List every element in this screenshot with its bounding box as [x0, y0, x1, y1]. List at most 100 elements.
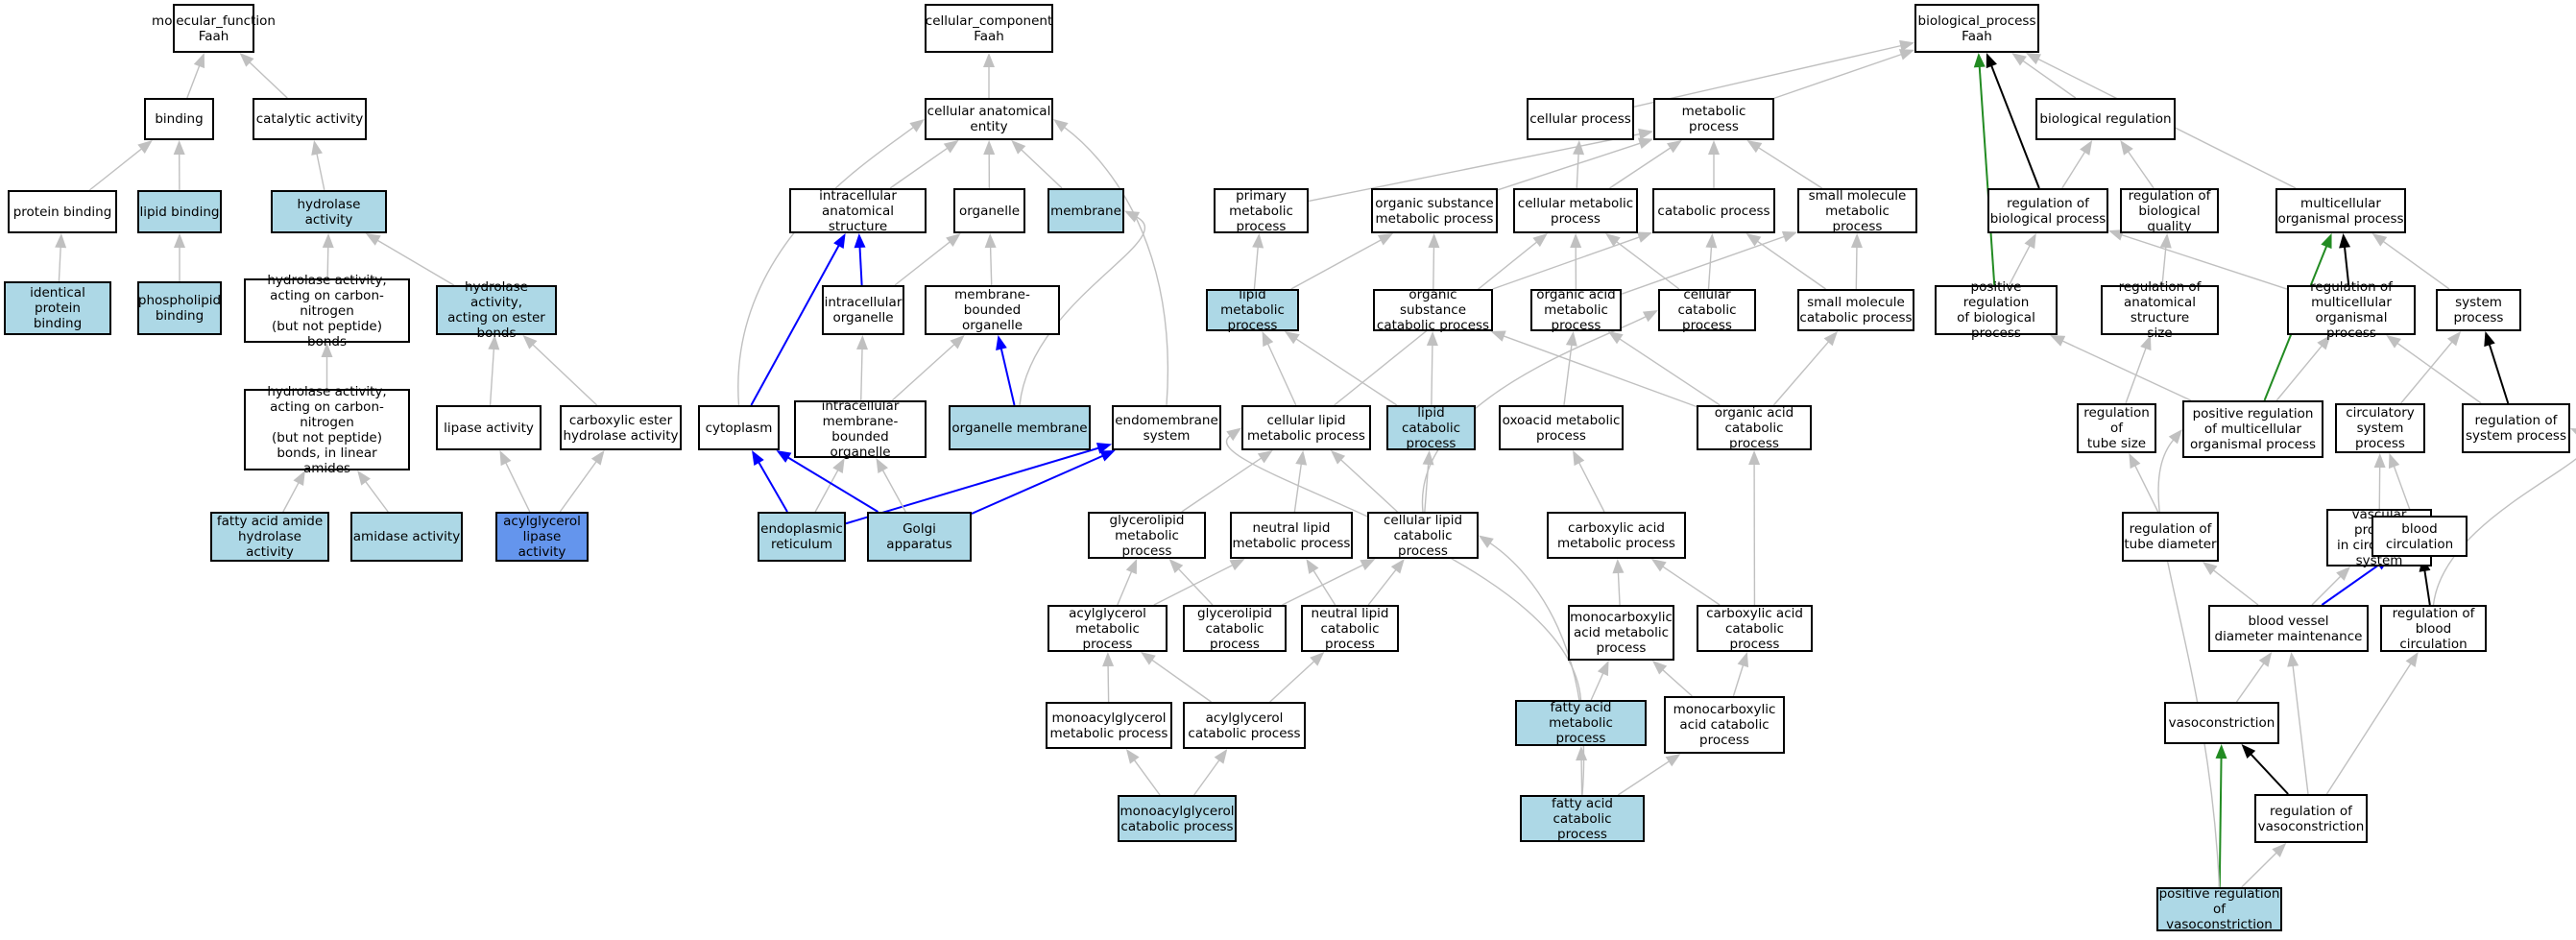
- node-regbq[interactable]: regulation of biological quality: [2120, 188, 2219, 234]
- node-regbp[interactable]: regulation of biological process: [1987, 188, 2108, 233]
- node-acylglip[interactable]: acylglycerol lipase activity: [495, 512, 589, 562]
- node-regsys[interactable]: regulation of system process: [2462, 403, 2570, 453]
- edge-imbo-to-mborg: [891, 335, 965, 401]
- node-hydcn[interactable]: hydrolase activity, acting on carbon-nit…: [244, 273, 410, 349]
- edge-line: [1707, 246, 1713, 290]
- node-hydcnlin[interactable]: hydrolase activity, acting on carbon-nit…: [244, 384, 410, 476]
- node-orgacidmet[interactable]: organic acid metabolic process: [1530, 287, 1622, 333]
- node-glycerocat[interactable]: glycerolipid catabolic process: [1183, 605, 1287, 652]
- edge-arrowhead: [55, 233, 67, 249]
- node-smallmet[interactable]: small molecule metabolic process: [1797, 188, 1917, 234]
- node-cellmet[interactable]: cellular metabolic process: [1513, 188, 1638, 233]
- node-monocarbcat[interactable]: monocarboxylic acid catabolic process: [1664, 696, 1785, 754]
- node-multiorg[interactable]: multicellular organismal process: [2275, 188, 2406, 233]
- node-facat[interactable]: fatty acid catabolic process: [1520, 795, 1645, 842]
- edge-monocarbcat-to-carbacidcat: [1732, 652, 1749, 697]
- edge-line: [2343, 246, 2350, 286]
- node-vasocon[interactable]: vasoconstriction: [2164, 702, 2279, 744]
- edge-line: [1756, 240, 1826, 290]
- node-glyceromet[interactable]: glycerolipid metabolic process: [1088, 512, 1206, 559]
- edge-orgsubcat-to-orgsubmet: [1428, 233, 1440, 290]
- node-posregmop[interactable]: positive regulation of multicellular org…: [2182, 400, 2323, 458]
- edge-arrowhead: [1986, 53, 1997, 69]
- node-identprot[interactable]: identical protein binding: [4, 281, 111, 335]
- edge-line: [1497, 142, 1641, 191]
- edge-line: [1773, 53, 1902, 99]
- node-cellproc[interactable]: cellular process: [1527, 98, 1634, 140]
- node-endomem[interactable]: endomembrane system: [1112, 405, 1221, 450]
- node-catab[interactable]: catabolic process: [1652, 188, 1775, 233]
- edge-acylgmet-to-glyceromet: [1117, 559, 1138, 606]
- node-acylgmet[interactable]: acylglycerol metabolic process: [1047, 605, 1168, 652]
- node-regvaso[interactable]: regulation of vasoconstriction: [2254, 794, 2368, 843]
- node-carbacidmet[interactable]: carboxylic acid metabolic process: [1547, 512, 1686, 559]
- node-imbo[interactable]: intracellular membrane-bounded organelle: [794, 398, 927, 460]
- node-primmet[interactable]: primary metabolic process: [1214, 188, 1309, 234]
- edge-regbp-to-bioreg: [2061, 140, 2093, 189]
- node-celllipcat[interactable]: cellular lipid catabolic process: [1367, 512, 1479, 559]
- node-faah[interactable]: fatty acid amide hydrolase activity: [210, 512, 329, 562]
- node-regblood[interactable]: regulation of blood circulation: [2380, 605, 2487, 652]
- node-regass[interactable]: regulation of anatomical structure size: [2101, 279, 2219, 341]
- node-oxoacid[interactable]: oxoacid metabolic process: [1499, 405, 1624, 450]
- node-regtube[interactable]: regulation of tube size: [2077, 403, 2156, 453]
- node-circsys[interactable]: circulatory system process: [2335, 403, 2425, 453]
- node-phospho[interactable]: phospholipid binding: [137, 281, 222, 335]
- edge-hydester-to-hydrolase: [365, 233, 455, 286]
- node-regmop[interactable]: regulation of multicellular organismal p…: [2287, 279, 2416, 341]
- edge-lipmet-to-primmet: [1252, 233, 1264, 290]
- node-ias[interactable]: intracellular anatomical structure: [789, 188, 927, 234]
- edge-line: [58, 246, 61, 282]
- node-carbest[interactable]: carboxylic ester hydrolase activity: [560, 405, 682, 450]
- node-acylgcat[interactable]: acylglycerol catabolic process: [1183, 702, 1306, 749]
- node-catalytic[interactable]: catalytic activity: [253, 98, 367, 140]
- node-mf[interactable]: molecular_function Faah: [152, 4, 276, 53]
- node-hydrolase[interactable]: hydrolase activity: [271, 190, 387, 233]
- edge-arrowhead: [1708, 140, 1720, 155]
- node-sysproc[interactable]: system process: [2436, 289, 2521, 331]
- node-orgsubcat[interactable]: organic substance catabolic process: [1373, 287, 1493, 333]
- node-lipidbind[interactable]: lipid binding: [137, 190, 222, 233]
- node-carbacidcat[interactable]: carboxylic acid catabolic process: [1697, 605, 1813, 652]
- node-organelle[interactable]: organelle: [953, 188, 1025, 233]
- node-protbind[interactable]: protein binding: [8, 190, 117, 233]
- node-orgsubmet[interactable]: organic substance metabolic process: [1371, 188, 1498, 233]
- node-golgi[interactable]: Golgi apparatus: [867, 512, 972, 562]
- node-bioreg[interactable]: biological regulation: [2035, 98, 2176, 140]
- node-binding[interactable]: binding: [144, 98, 214, 140]
- node-orgmem[interactable]: organelle membrane: [949, 405, 1091, 450]
- node-cc[interactable]: cellular_component Faah: [925, 4, 1053, 53]
- node-lipmet[interactable]: lipid metabolic process: [1206, 287, 1299, 333]
- node-membrane[interactable]: membrane: [1047, 188, 1124, 233]
- node-monocarbmet[interactable]: monocarboxylic acid metabolic process: [1568, 605, 1674, 661]
- node-lipcat[interactable]: lipid catabolic process: [1386, 405, 1476, 451]
- edge-arrowhead: [2388, 453, 2400, 470]
- node-monoacylcat[interactable]: monoacylglycerol catabolic process: [1118, 795, 1237, 842]
- node-smallcat[interactable]: small molecule catabolic process: [1797, 289, 1914, 331]
- node-neutmet[interactable]: neutral lipid metabolic process: [1230, 512, 1353, 559]
- node-regtubed[interactable]: regulation of tube diameter: [2122, 512, 2219, 562]
- node-bvdm[interactable]: blood vessel diameter maintenance: [2208, 605, 2369, 652]
- node-intorg[interactable]: intracellular organelle: [822, 285, 904, 335]
- node-metab[interactable]: metabolic process: [1653, 98, 1774, 140]
- node-amidase[interactable]: amidase activity: [350, 512, 463, 562]
- node-celllipmet[interactable]: cellular lipid metabolic process: [1241, 405, 1371, 450]
- node-monoacylmet[interactable]: monoacylglycerol metabolic process: [1046, 702, 1172, 749]
- node-cae[interactable]: cellular anatomical entity: [925, 98, 1053, 140]
- node-cellcat[interactable]: cellular catabolic process: [1658, 287, 1756, 333]
- node-cytoplasm[interactable]: cytoplasm: [698, 405, 780, 450]
- node-fametab[interactable]: fatty acid metabolic process: [1515, 700, 1647, 746]
- node-er[interactable]: endoplasmic reticulum: [758, 512, 846, 562]
- edge-arrowhead: [2484, 331, 2495, 348]
- edge-arrowhead: [193, 53, 205, 69]
- node-neutcat[interactable]: neutral lipid catabolic process: [1301, 605, 1399, 652]
- node-lipase[interactable]: lipase activity: [436, 405, 542, 450]
- node-mborg[interactable]: membrane-bounded organelle: [925, 285, 1060, 335]
- node-bloodcirc[interactable]: blood circulation: [2371, 516, 2468, 557]
- node-orgacidcat[interactable]: organic acid catabolic process: [1697, 405, 1812, 451]
- node-bp[interactable]: biological_process Faah: [1914, 4, 2039, 53]
- edge-carbest-to-hydester: [522, 335, 598, 406]
- node-hydester[interactable]: hydrolase activity, acting on ester bond…: [436, 279, 557, 341]
- node-posregvaso[interactable]: positive regulation of vasoconstriction: [2156, 886, 2282, 932]
- node-posregbp[interactable]: positive regulation of biological proces…: [1935, 279, 2058, 341]
